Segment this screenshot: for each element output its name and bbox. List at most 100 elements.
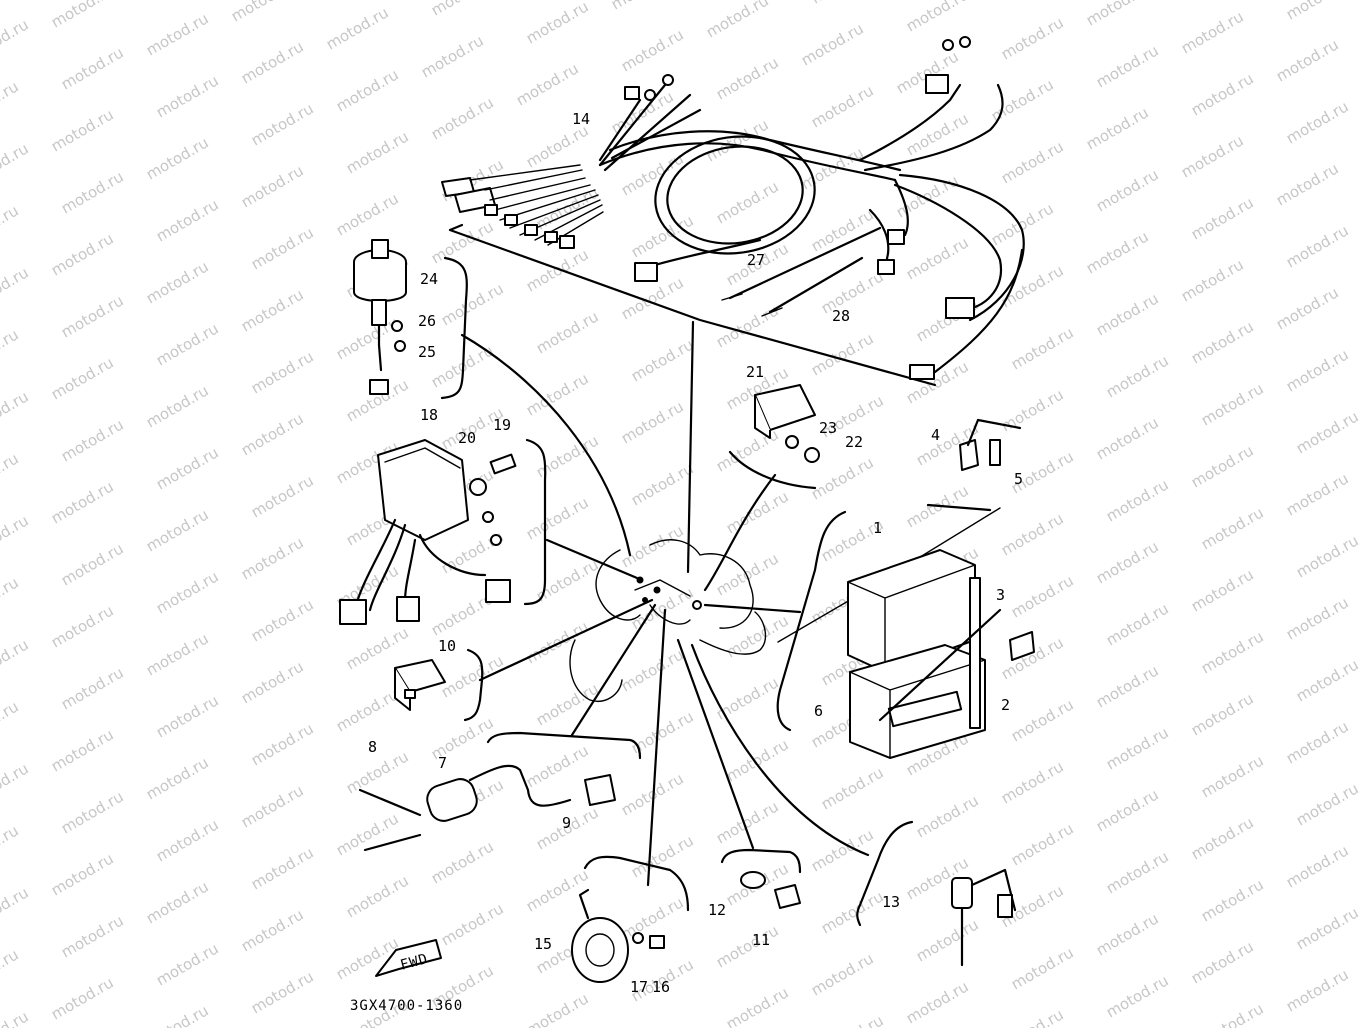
watermark-text: motod.ru: [48, 477, 117, 527]
watermark-text: motod.ru: [0, 759, 32, 809]
watermark-text: motod.ru: [333, 809, 402, 859]
watermark-text: motod.ru: [1083, 0, 1152, 29]
watermark-text: motod.ru: [1093, 537, 1162, 587]
callout-3: 3: [996, 586, 1005, 604]
watermark-text: motod.ru: [238, 781, 307, 831]
watermark-text: motod.ru: [0, 635, 32, 685]
watermark-text: motod.ru: [0, 263, 32, 313]
watermark-text: motod.ru: [1178, 7, 1247, 57]
watermark-text: motod.ru: [523, 121, 592, 171]
watermark-text: motod.ru: [0, 573, 22, 623]
watermark-text: motod.ru: [143, 9, 212, 59]
watermark-text: motod.ru: [513, 59, 582, 109]
watermark-text: motod.ru: [153, 567, 222, 617]
watermark-text: motod.ru: [1093, 41, 1162, 91]
watermark-text: motod.ru: [238, 533, 307, 583]
watermark-text: motod.ru: [998, 509, 1067, 559]
watermark-text: motod.ru: [1198, 999, 1267, 1028]
watermark-text: motod.ru: [723, 487, 792, 537]
watermark-text: motod.ru: [1093, 165, 1162, 215]
watermark-text: motod.ru: [438, 279, 507, 329]
watermark-text: motod.ru: [988, 199, 1057, 249]
watermark-text: motod.ru: [998, 385, 1067, 435]
watermark-text: motod.ru: [523, 989, 592, 1028]
watermark-text: motod.ru: [523, 245, 592, 295]
watermark-text: motod.ru: [48, 353, 117, 403]
watermark-text: motod.ru: [248, 719, 317, 769]
watermark-text: motod.ru: [48, 725, 117, 775]
callout-4: 4: [931, 426, 940, 444]
watermark-text: motod.ru: [618, 645, 687, 695]
callout-22: 22: [845, 433, 863, 451]
watermark-text: motod.ru: [1103, 475, 1172, 525]
watermark-text: motod.ru: [523, 617, 592, 667]
watermark-text: motod.ru: [1198, 627, 1267, 677]
watermark-text: motod.ru: [343, 127, 412, 177]
watermark-text: motod.ru: [143, 1001, 212, 1028]
watermark-text: motod.ru: [343, 871, 412, 921]
watermark-text: motod.ru: [1198, 503, 1267, 553]
watermark-text: motod.ru: [238, 905, 307, 955]
starter-relay: [394, 659, 446, 711]
watermark-text: motod.ru: [818, 267, 887, 317]
callout-10: 10: [438, 637, 456, 655]
watermark-text: motod.ru: [333, 685, 402, 735]
watermark-text: motod.ru: [1283, 841, 1352, 891]
watermark-text: motod.ru: [438, 899, 507, 949]
callout-23: 23: [819, 419, 837, 437]
watermark-text: motod.ru: [1283, 345, 1352, 395]
callout-28: 28: [832, 307, 850, 325]
watermark-text: motod.ru: [58, 663, 127, 713]
callout-6: 6: [814, 702, 823, 720]
watermark-text: motod.ru: [713, 53, 782, 103]
watermark-text: motod.ru: [523, 741, 592, 791]
spark-plug-cap: [951, 868, 1017, 967]
watermark-text: motod.ru: [1198, 379, 1267, 429]
watermark-text: motod.ru: [818, 1011, 887, 1028]
watermark-text: motod.ru: [48, 0, 117, 31]
watermark-text: motod.ru: [1083, 103, 1152, 153]
watermark-text: motod.ru: [438, 651, 507, 701]
watermark-text: motod.ru: [153, 939, 222, 989]
watermark-text: motod.ru: [1103, 723, 1172, 773]
callout-9: 9: [562, 814, 571, 832]
watermark-text: motod.ru: [903, 0, 972, 35]
watermark-text: motod.ru: [238, 409, 307, 459]
watermark-text: motod.ru: [1283, 97, 1352, 147]
watermark-text: motod.ru: [1008, 571, 1077, 621]
watermark-text: motod.ru: [48, 229, 117, 279]
watermark-text: motod.ru: [143, 505, 212, 555]
watermark-text: motod.ru: [808, 329, 877, 379]
watermark-text: motod.ru: [58, 539, 127, 589]
watermark-text: motod.ru: [248, 843, 317, 893]
drawing-code: 3GX4700-1360: [350, 998, 463, 1014]
watermark-text: motod.ru: [808, 0, 877, 7]
callout-26: 26: [418, 312, 436, 330]
watermark-text: motod.ru: [1198, 875, 1267, 925]
watermark-text: motod.ru: [333, 189, 402, 239]
callout-27: 27: [747, 251, 765, 269]
watermark-text: motod.ru: [143, 257, 212, 307]
watermark-text: motod.ru: [913, 791, 982, 841]
callout-2: 2: [1001, 696, 1010, 714]
ignition-coil: [358, 764, 616, 852]
watermark-text: motod.ru: [58, 911, 127, 961]
watermark-text: motod.ru: [1008, 943, 1077, 993]
watermark-text: motod.ru: [48, 849, 117, 899]
watermark-text: motod.ru: [58, 787, 127, 837]
watermark-text: motod.ru: [228, 0, 297, 25]
watermark-text: motod.ru: [808, 825, 877, 875]
watermark-text: motod.ru: [428, 837, 497, 887]
watermark-text: motod.ru: [808, 205, 877, 255]
callout-8: 8: [368, 738, 377, 756]
watermark-text: motod.ru: [1198, 751, 1267, 801]
watermark-text: motod.ru: [818, 887, 887, 937]
watermark-text: motod.ru: [713, 673, 782, 723]
watermark-text: motod.ru: [418, 31, 487, 81]
callout-21: 21: [746, 363, 764, 381]
watermark-text: motod.ru: [1103, 351, 1172, 401]
watermark-text: motod.ru: [1293, 407, 1362, 457]
watermark-text: motod.ru: [1273, 159, 1342, 209]
watermark-text: motod.ru: [153, 319, 222, 369]
